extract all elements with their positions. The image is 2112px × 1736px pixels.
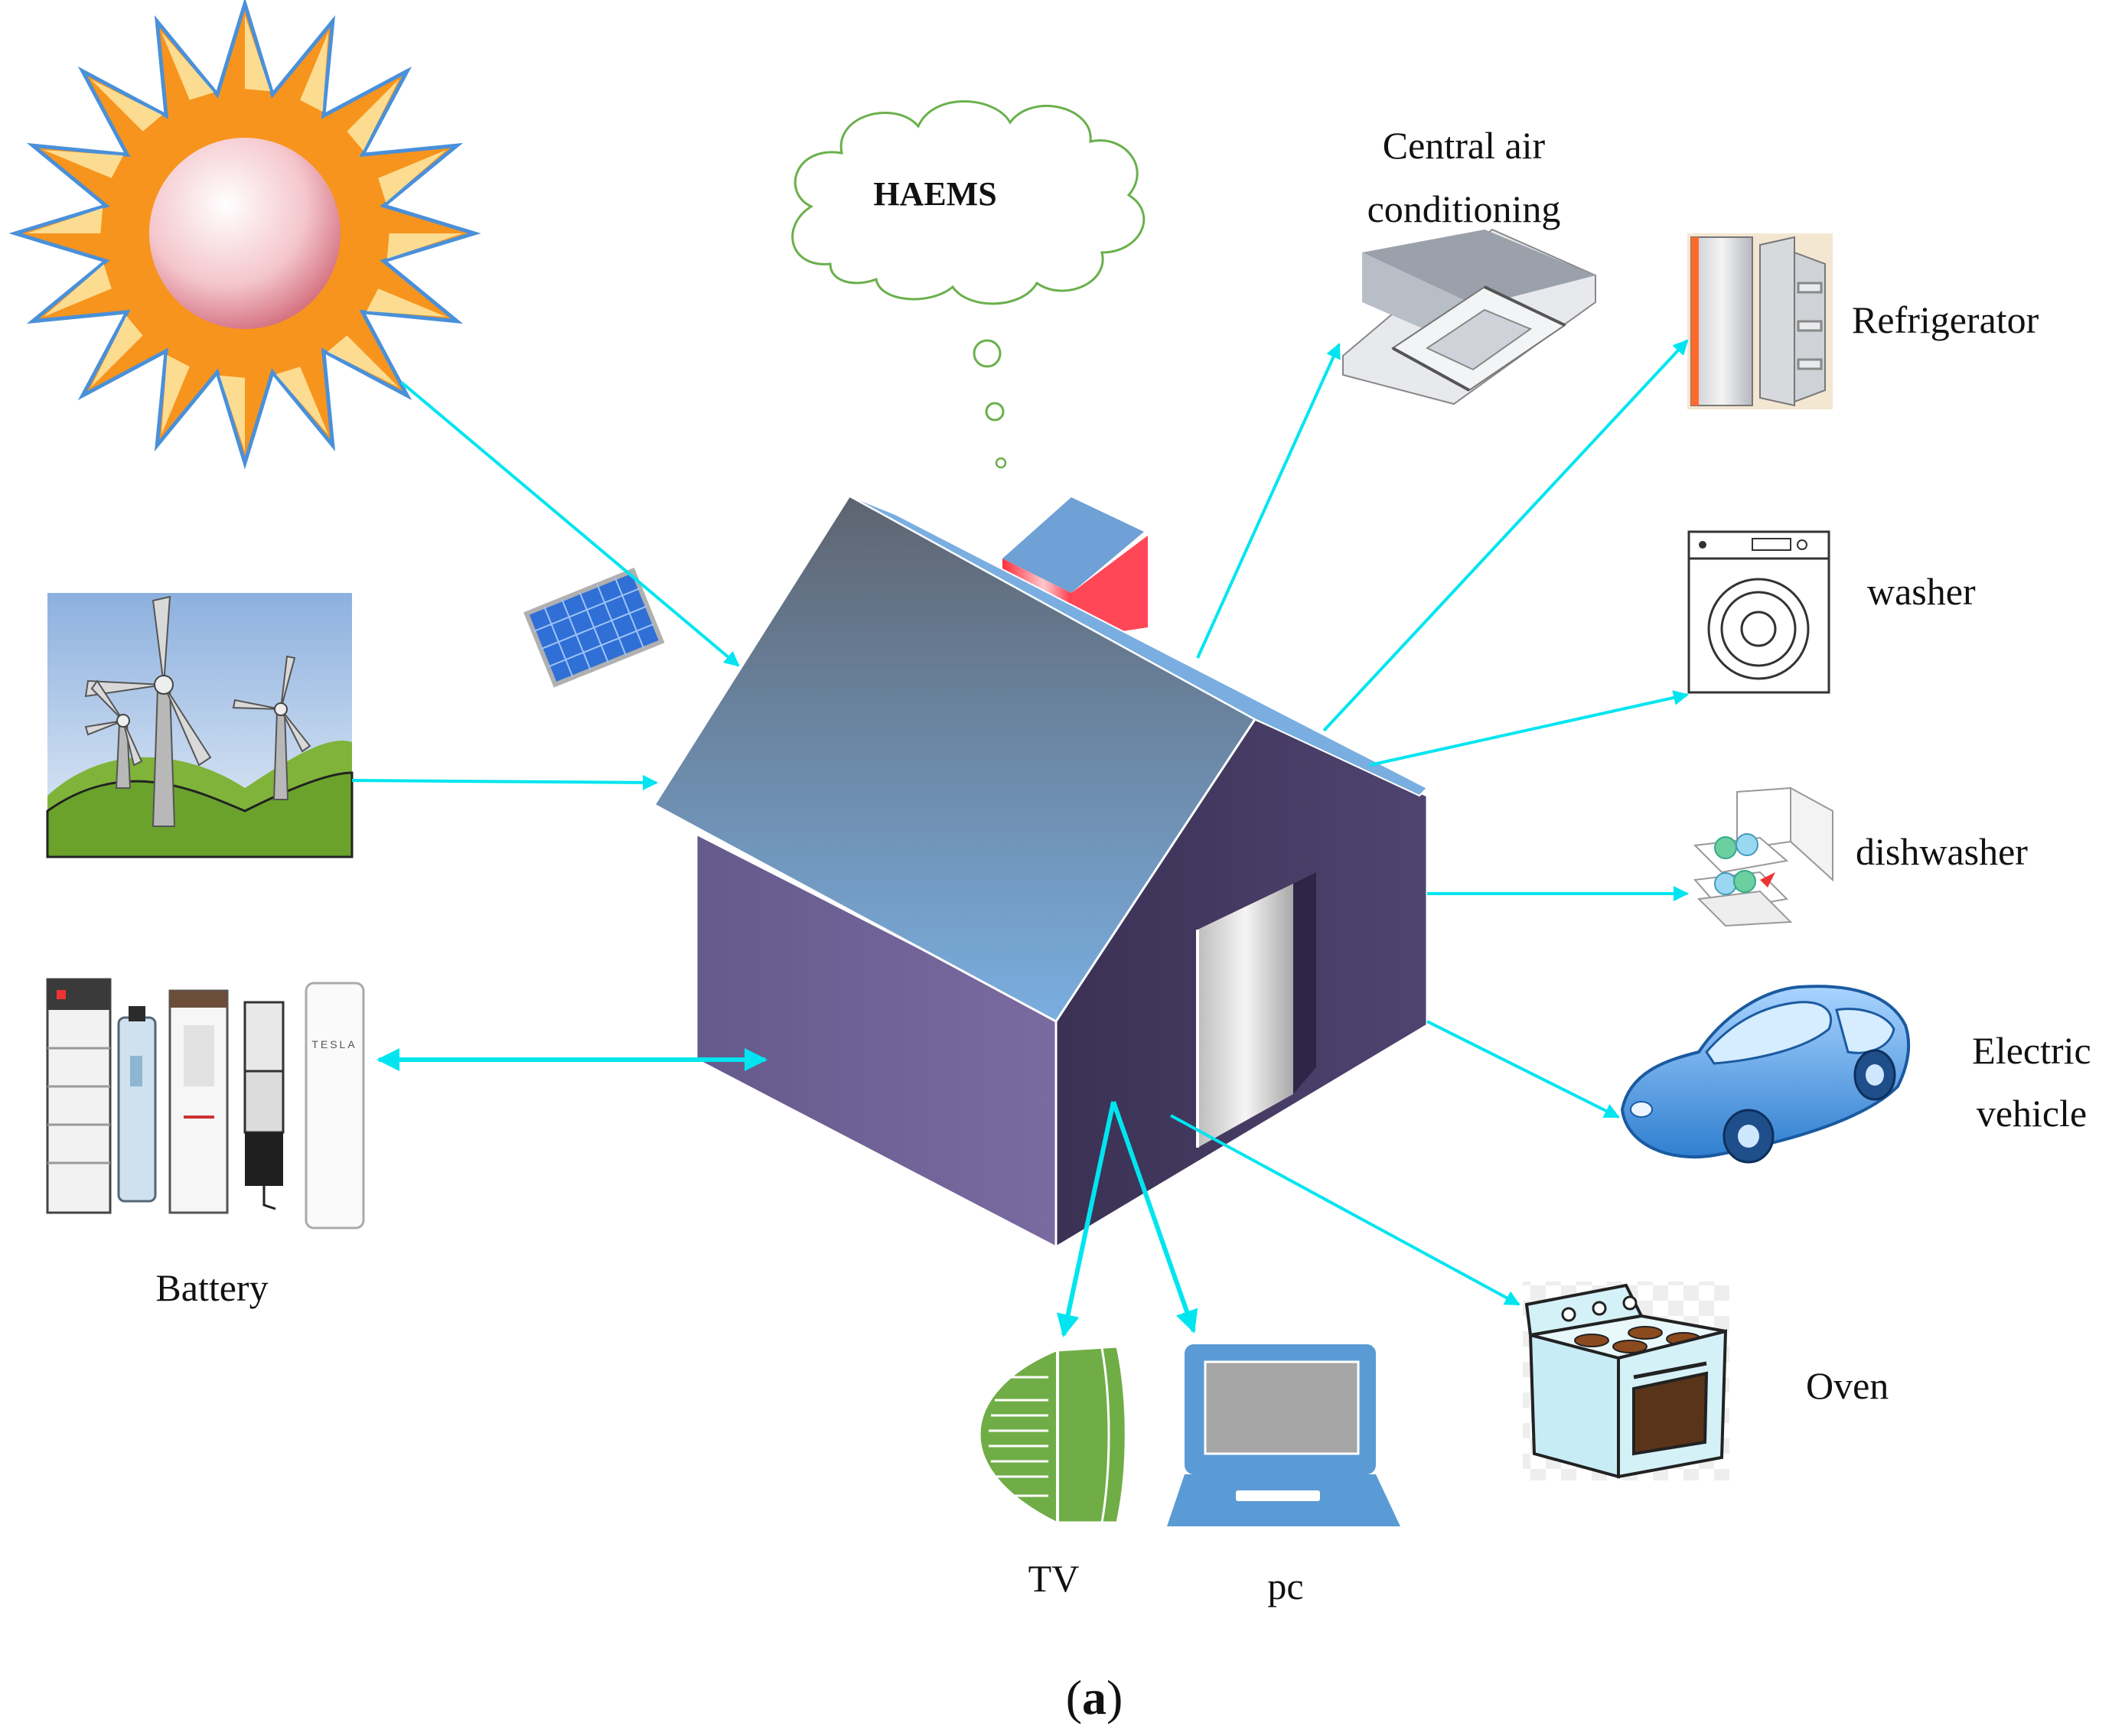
sun-ray-highlight <box>43 149 124 178</box>
sun-ray-highlight <box>378 149 447 203</box>
arrow-wind-to-house <box>351 774 658 790</box>
sun-ray-highlight <box>219 375 245 451</box>
sun-ray-highlight <box>275 366 329 435</box>
electric-vehicle-label-line1: Electric <box>1972 1029 2091 1072</box>
cloud-icon: HAEMS <box>791 100 1146 469</box>
arrow-house-to-washer <box>1369 690 1689 767</box>
sun-ray-highlight <box>43 264 112 318</box>
dishwasher-icon: dishwasher <box>1693 787 2028 927</box>
central-air-label-line2: conditioning <box>1367 187 1561 230</box>
panel-label: (a) <box>1066 1670 1123 1725</box>
sun-ray-highlight <box>161 354 190 435</box>
solar-panel-icon <box>523 567 665 688</box>
washer-label: washer <box>1867 570 1976 613</box>
sun-ray-highlight <box>245 15 271 92</box>
washer-icon: washer <box>1687 530 1976 694</box>
tv-label: TV <box>1028 1557 1080 1600</box>
laptop-icon: pc <box>1167 1344 1400 1607</box>
flow-arrows <box>351 339 1689 1337</box>
refrigerator-label: Refrigerator <box>1852 298 2039 341</box>
pc-label: pc <box>1267 1565 1303 1607</box>
oven-label: Oven <box>1806 1364 1889 1407</box>
sun-ray-highlight <box>327 335 399 388</box>
wind-turbine-icon <box>46 593 354 858</box>
electric-vehicle-label-line2: vehicle <box>1977 1092 2087 1135</box>
house-icon <box>652 494 1429 1249</box>
arrow-house-to-oven <box>1170 1114 1520 1306</box>
arrow-house-to-tv <box>1056 1101 1116 1337</box>
haems-label: HAEMS <box>873 175 996 213</box>
sun-ray-highlight <box>366 288 447 318</box>
battery-label: Battery <box>155 1266 268 1309</box>
tesla-logo-text: TESLA <box>311 1038 357 1050</box>
dishwasher-label: dishwasher <box>1856 830 2028 873</box>
sun-ray-highlight <box>386 233 463 259</box>
arrow-house-to-ac <box>1196 343 1341 659</box>
sun-ray-highlight <box>300 31 329 112</box>
sun-ray-highlight <box>90 315 143 388</box>
car-icon: Electric vehicle <box>1620 985 2091 1164</box>
battery-icon: TESLA Battery <box>46 978 365 1309</box>
tv-icon: TV <box>978 1345 1127 1600</box>
sun-ray-highlight <box>90 79 163 132</box>
arrow-house-to-fridge <box>1322 339 1689 732</box>
oven-icon: Oven <box>1523 1282 1889 1480</box>
sun-core <box>149 138 341 329</box>
arrow-house-to-car <box>1426 1020 1620 1119</box>
sun-ray-highlight <box>347 79 399 151</box>
central-air-label-line1: Central air <box>1383 124 1546 167</box>
refrigerator-icon: Refrigerator <box>1687 233 2039 409</box>
sun-ray-highlight <box>27 207 103 233</box>
arrow-house-to-pc <box>1111 1101 1198 1334</box>
arrow-sun-to-house <box>400 381 740 667</box>
sun-icon <box>8 0 481 470</box>
sun-ray-highlight <box>161 31 214 100</box>
air-conditioner-icon: Central air conditioning <box>1342 124 1596 406</box>
